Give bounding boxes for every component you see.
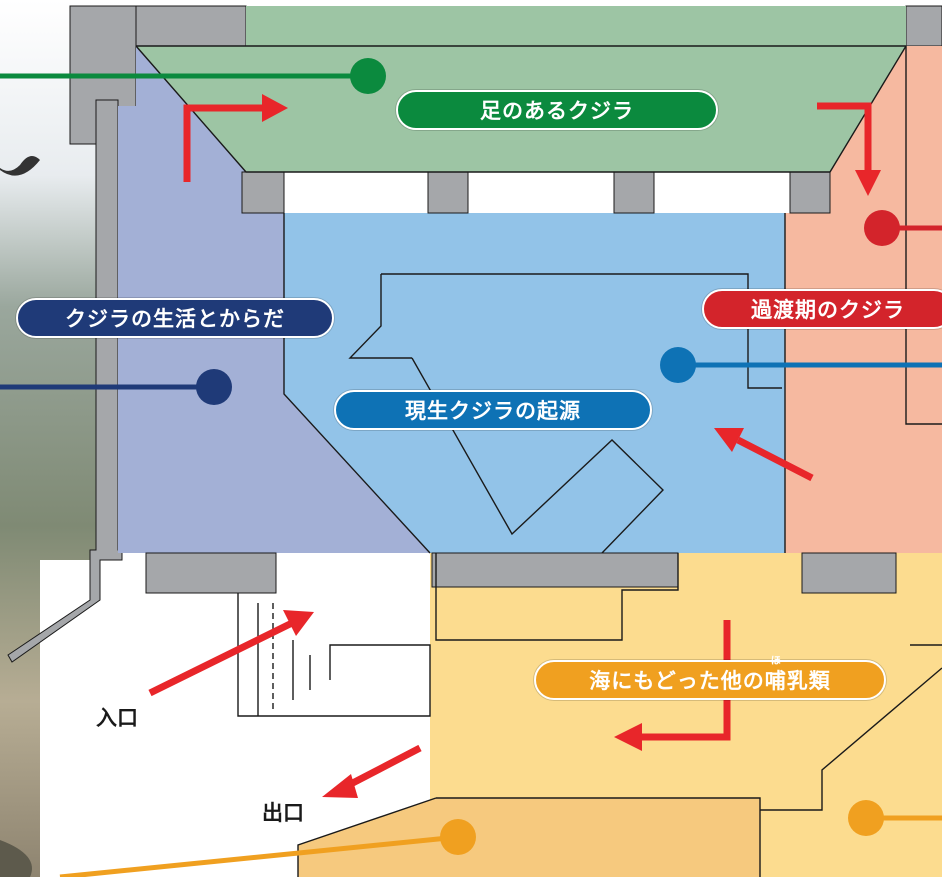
zone-label-legged: 足のあるクジラ [396, 90, 718, 130]
arrow-head-exit [322, 774, 358, 798]
arrow-head-origin [714, 428, 744, 452]
arrow-head-left [614, 723, 642, 751]
arrow-up-right [183, 104, 265, 182]
zone-label-legged-text: 足のあるクジラ [480, 99, 634, 123]
zone-label-transition-text: 過渡期のクジラ [751, 298, 905, 322]
dot-origin [660, 347, 696, 383]
leaders [0, 58, 942, 877]
arrow-down-right [817, 102, 872, 172]
dot-life [196, 369, 232, 405]
arrow-head-entrance [283, 610, 314, 636]
zone-label-life-text: クジラの生活とからだ [65, 307, 285, 331]
zone-label-marine-ruby-char: 哺 [764, 669, 787, 693]
arrow-head-right [262, 94, 288, 122]
dot-marine [848, 800, 884, 836]
zone-label-marine-ruby-base: ほ哺 [764, 656, 787, 695]
zone-fill-legged-top [246, 6, 906, 46]
zone-label-marine-text-b: 乳類 [786, 669, 831, 693]
dot-lower-hall [440, 819, 476, 855]
route-arrows [148, 94, 881, 798]
zone-label-marine-ruby: ほ [770, 656, 781, 667]
zone-fill-origin [284, 213, 785, 553]
dot-transition [864, 210, 900, 246]
zone-fill-lower-hall [298, 798, 760, 877]
zone-fill-marine [430, 553, 942, 877]
zone-label-origin: 現生クジラの起源 [334, 390, 652, 430]
entrance-label: 入口 [96, 706, 138, 730]
pillars [145, 171, 897, 594]
zone-label-transition: 過渡期のクジラ [702, 289, 942, 329]
arrow-marine [640, 620, 731, 741]
zone-label-marine-text-a: 海にもどった他の [589, 669, 765, 693]
zone-label-origin-text: 現生クジラの起源 [405, 399, 581, 423]
dot-legged [350, 58, 386, 94]
arrow-origin-shaft [736, 436, 814, 482]
arrow-head-down [855, 170, 881, 196]
arrow-exit-shaft [343, 744, 422, 791]
exit-label: 出口 [262, 801, 304, 825]
zone-label-life: クジラの生活とからだ [16, 298, 334, 338]
arrow-entrance-shaft [148, 619, 294, 697]
zone-label-marine: 海にもどった他のほ哺乳類 [534, 656, 886, 700]
